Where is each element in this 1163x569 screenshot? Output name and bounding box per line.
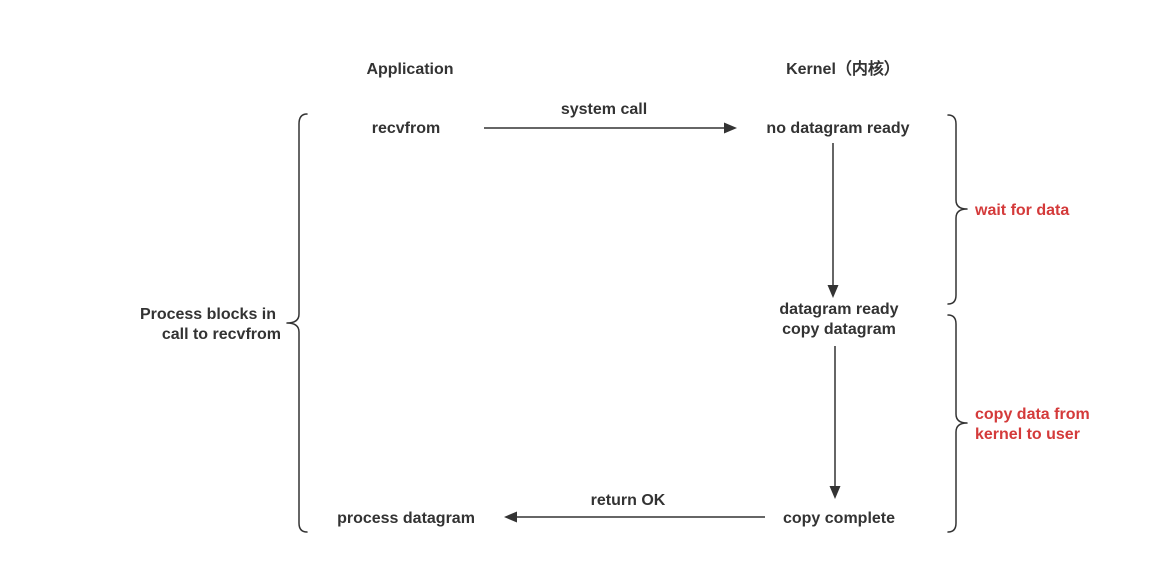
process-blocks-label-line1: Process blocks in [140, 306, 276, 323]
copy-datagram-label: copy datagram [782, 321, 896, 338]
copy-arrow [829, 346, 841, 499]
wait-for-data-label: wait for data [974, 202, 1069, 219]
recvfrom-label: recvfrom [372, 120, 440, 137]
application-column-header: Application [366, 61, 453, 78]
system-call-label: system call [561, 101, 647, 118]
wait-for-data-brace [947, 114, 968, 305]
copy-data-label-line2: kernel to user [975, 426, 1080, 443]
datagram-ready-label: datagram ready [779, 301, 898, 318]
copy-complete-label: copy complete [783, 510, 895, 527]
wait-arrow [827, 143, 839, 298]
process-blocks-label-line2: call to recvfrom [162, 326, 281, 343]
process-datagram-label: process datagram [337, 510, 475, 527]
kernel-column-header: Kernel（内核） [786, 59, 900, 78]
return-ok-arrow [504, 511, 765, 523]
copy-data-label-line1: copy data from [975, 406, 1090, 423]
return-ok-label: return OK [591, 492, 666, 509]
no-datagram-ready-label: no datagram ready [766, 120, 909, 137]
copy-data-brace [947, 314, 968, 533]
process-blocks-brace [286, 113, 308, 533]
system-call-arrow [484, 122, 737, 134]
